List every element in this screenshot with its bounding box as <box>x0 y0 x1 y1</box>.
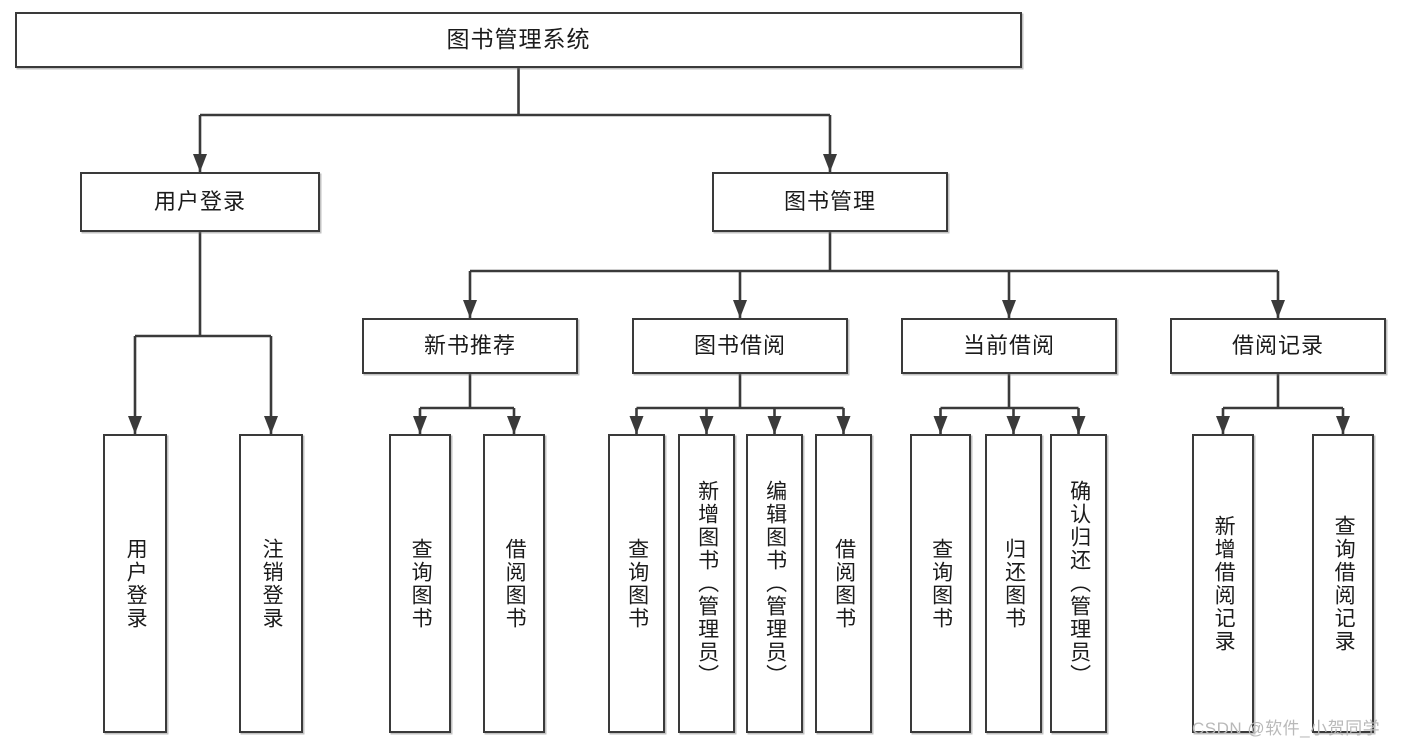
node-label: 新增图书（管理员） <box>695 480 719 687</box>
node-newbook[interactable]: 新书推荐 <box>362 318 578 374</box>
node-current[interactable]: 当前借阅 <box>901 318 1117 374</box>
node-leaf11[interactable]: 确认归还（管理员） <box>1050 434 1107 733</box>
node-label: 借阅图书 <box>832 537 856 630</box>
node-login[interactable]: 用户登录 <box>80 172 320 232</box>
arrow-head-icon <box>1071 416 1086 434</box>
node-label: 查询图书 <box>625 537 649 630</box>
node-label: 新增借阅记录 <box>1212 514 1236 653</box>
node-leaf1[interactable]: 用户登录 <box>103 434 167 733</box>
node-label: 图书管理 <box>783 188 876 214</box>
node-leaf2[interactable]: 注销登录 <box>239 434 303 733</box>
arrow-head-icon <box>128 416 142 434</box>
arrow-head-icon <box>463 300 477 318</box>
arrow-head-icon <box>1336 416 1350 434</box>
arrow-head-icon <box>629 416 644 434</box>
node-leaf8[interactable]: 借阅图书 <box>815 434 872 733</box>
node-label: 确认归还（管理员） <box>1067 480 1091 687</box>
node-label: 借阅图书 <box>503 537 527 630</box>
node-records[interactable]: 借阅记录 <box>1170 318 1386 374</box>
arrow-head-icon <box>823 154 837 172</box>
csdn-watermark: CSDN @软件_小贺同学 <box>1192 719 1381 738</box>
node-label: 查询图书 <box>929 537 953 630</box>
arrow-head-icon <box>1006 416 1021 434</box>
node-label: 查询图书 <box>409 537 433 630</box>
arrow-head-icon <box>733 300 747 318</box>
node-label: 借阅记录 <box>1231 332 1324 358</box>
node-leaf5[interactable]: 查询图书 <box>608 434 665 733</box>
node-label: 图书管理系统 <box>446 26 591 53</box>
node-leaf9[interactable]: 查询图书 <box>910 434 971 733</box>
arrow-head-icon <box>193 154 207 172</box>
arrow-head-icon <box>699 416 714 434</box>
arrow-head-icon <box>1002 300 1016 318</box>
node-root[interactable]: 图书管理系统 <box>15 12 1022 68</box>
node-leaf12[interactable]: 新增借阅记录 <box>1192 434 1254 733</box>
node-bookmgmt[interactable]: 图书管理 <box>712 172 948 232</box>
arrow-head-icon <box>1216 416 1230 434</box>
node-label: 查询借阅记录 <box>1332 514 1356 653</box>
node-label: 用户登录 <box>153 188 246 214</box>
arrow-head-icon <box>767 416 782 434</box>
arrow-head-icon <box>413 416 427 434</box>
node-label: 新书推荐 <box>423 332 516 358</box>
arrow-head-icon <box>264 416 278 434</box>
arrow-head-icon <box>836 416 851 434</box>
node-leaf3[interactable]: 查询图书 <box>389 434 451 733</box>
node-label: 当前借阅 <box>962 332 1055 358</box>
node-leaf13[interactable]: 查询借阅记录 <box>1312 434 1374 733</box>
node-borrow[interactable]: 图书借阅 <box>632 318 848 374</box>
node-label: 图书借阅 <box>693 332 786 358</box>
arrow-head-icon <box>1271 300 1285 318</box>
node-label: 注销登录 <box>260 537 284 630</box>
node-label: 编辑图书（管理员） <box>763 480 787 687</box>
node-leaf10[interactable]: 归还图书 <box>985 434 1042 733</box>
node-leaf7[interactable]: 编辑图书（管理员） <box>746 434 803 733</box>
arrow-head-icon <box>933 416 948 434</box>
node-leaf6[interactable]: 新增图书（管理员） <box>678 434 735 733</box>
node-leaf4[interactable]: 借阅图书 <box>483 434 545 733</box>
node-label: 用户登录 <box>124 537 148 630</box>
node-label: 归还图书 <box>1002 537 1026 630</box>
arrow-head-icon <box>507 416 521 434</box>
